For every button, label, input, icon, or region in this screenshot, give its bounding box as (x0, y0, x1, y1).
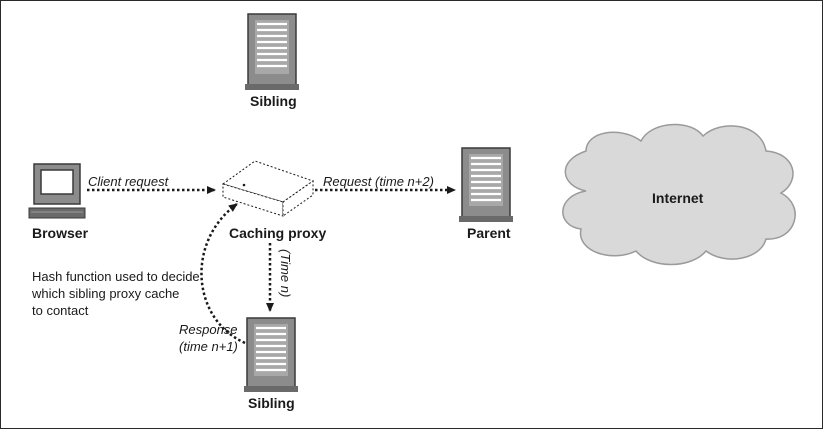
parent-label: Parent (467, 225, 511, 241)
client-request-label: Client request (88, 174, 169, 189)
browser-computer-icon (28, 163, 86, 219)
sibling-top-server-icon (245, 13, 299, 90)
proxy-box-icon (221, 160, 315, 217)
annotation-line2: which sibling proxy cache (32, 286, 180, 301)
sibling-bottom-label: Sibling (248, 395, 295, 411)
internet-cloud-icon (562, 123, 796, 266)
sibling-bottom-server-icon (244, 317, 298, 392)
sibling-top-label: Sibling (250, 93, 297, 109)
browser-label: Browser (32, 225, 89, 241)
internet-label: Internet (652, 190, 704, 206)
response-arrow (200, 202, 246, 345)
parent-server-icon (459, 147, 513, 222)
annotation-line3: to contact (32, 303, 89, 318)
request-parent-label: Request (time n+2) (323, 174, 434, 189)
response-label-line2: (time n+1) (179, 339, 238, 354)
caching-proxy-label: Caching proxy (229, 225, 327, 241)
response-label-line1: Response (179, 322, 238, 337)
annotation-line1: Hash function used to decide (32, 269, 200, 284)
request-sibling-label: (Time n) (278, 249, 293, 298)
